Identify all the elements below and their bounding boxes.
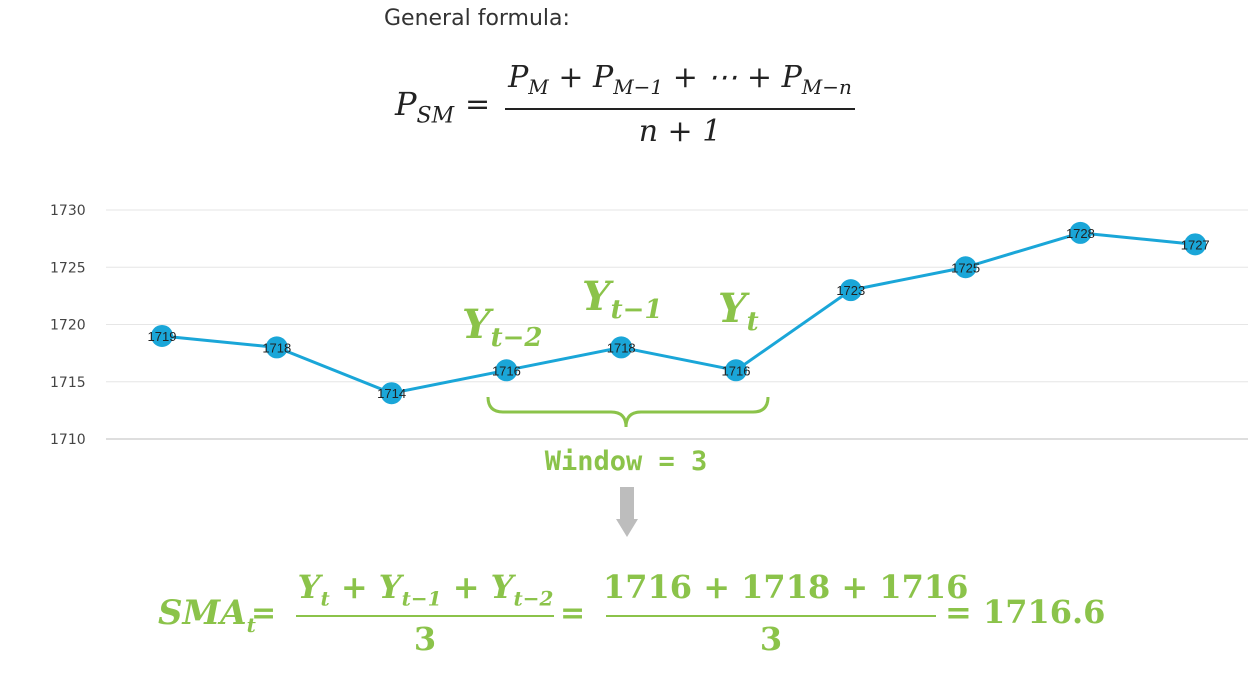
y-tick-label: 1710 (50, 432, 86, 448)
data-point (380, 382, 403, 405)
formula-denominator: n + 1 (638, 114, 722, 149)
data-label: 1719 (148, 329, 177, 344)
sma-equals-1: = (251, 596, 277, 631)
down-arrow-icon (616, 487, 638, 537)
data-point (610, 336, 633, 359)
data-labels: 1719 1718 1714 1716 1718 1716 1723 1725 1728 1727 (148, 226, 1210, 401)
formula-fraction-bar (505, 108, 855, 110)
data-label: 1718 (607, 340, 636, 355)
heading: General formula: (384, 6, 570, 31)
data-point (151, 324, 173, 347)
data-label: 1716 (722, 363, 751, 378)
sma-formula: SMAt = Yt + Yt−1 + Yt−2 3 = 1716 + 1718 … (158, 568, 1108, 668)
y-axis-ticks: 1710 1715 1720 1725 1730 (50, 203, 86, 448)
data-point (1184, 233, 1207, 256)
data-label: 1723 (836, 283, 865, 298)
data-point (1069, 221, 1092, 244)
window-brace (486, 396, 770, 428)
yt2-label: Yt−2 (462, 301, 542, 353)
sma-denominator-1: 3 (413, 620, 437, 658)
data-label: 1725 (951, 260, 980, 275)
sma-equals-2: = (560, 596, 586, 631)
data-label: 1718 (262, 340, 291, 355)
window-label: Window = 3 (545, 446, 708, 477)
data-points (151, 221, 1207, 405)
formula-lhs: PSM (395, 85, 455, 129)
yt-label: Yt (718, 285, 759, 337)
chart-grid (106, 209, 1248, 440)
data-label: 1716 (492, 363, 521, 378)
data-label: 1714 (377, 386, 406, 401)
formula-numerator: PM + PM−1 + ⋯ + PM−n (508, 60, 852, 99)
sma-numerator-2: 1716 + 1718 + 1716 (603, 568, 969, 606)
sma-numerator-1: Yt + Yt−1 + Yt−2 (297, 568, 554, 611)
data-point (265, 336, 288, 359)
yt1-label: Yt−1 (582, 273, 662, 325)
sma-denominator-2: 3 (759, 620, 783, 658)
y-tick-label: 1715 (50, 375, 86, 391)
data-label: 1728 (1066, 226, 1095, 241)
sma-fraction-bar-2 (606, 615, 936, 617)
sma-lhs: SMAt (158, 593, 256, 637)
sma-fraction-bar-1 (296, 615, 554, 617)
series-line (161, 231, 1196, 395)
data-point (725, 359, 747, 382)
data-label: 1727 (1181, 237, 1210, 252)
y-tick-label: 1730 (50, 203, 86, 219)
y-tick-label: 1720 (50, 318, 86, 334)
data-point (495, 359, 518, 382)
y-tick-label: 1725 (50, 260, 86, 276)
sma-result: = 1716.6 (945, 593, 1106, 631)
data-point (954, 256, 977, 279)
formula-equals: = (465, 87, 491, 122)
data-point (839, 279, 862, 302)
